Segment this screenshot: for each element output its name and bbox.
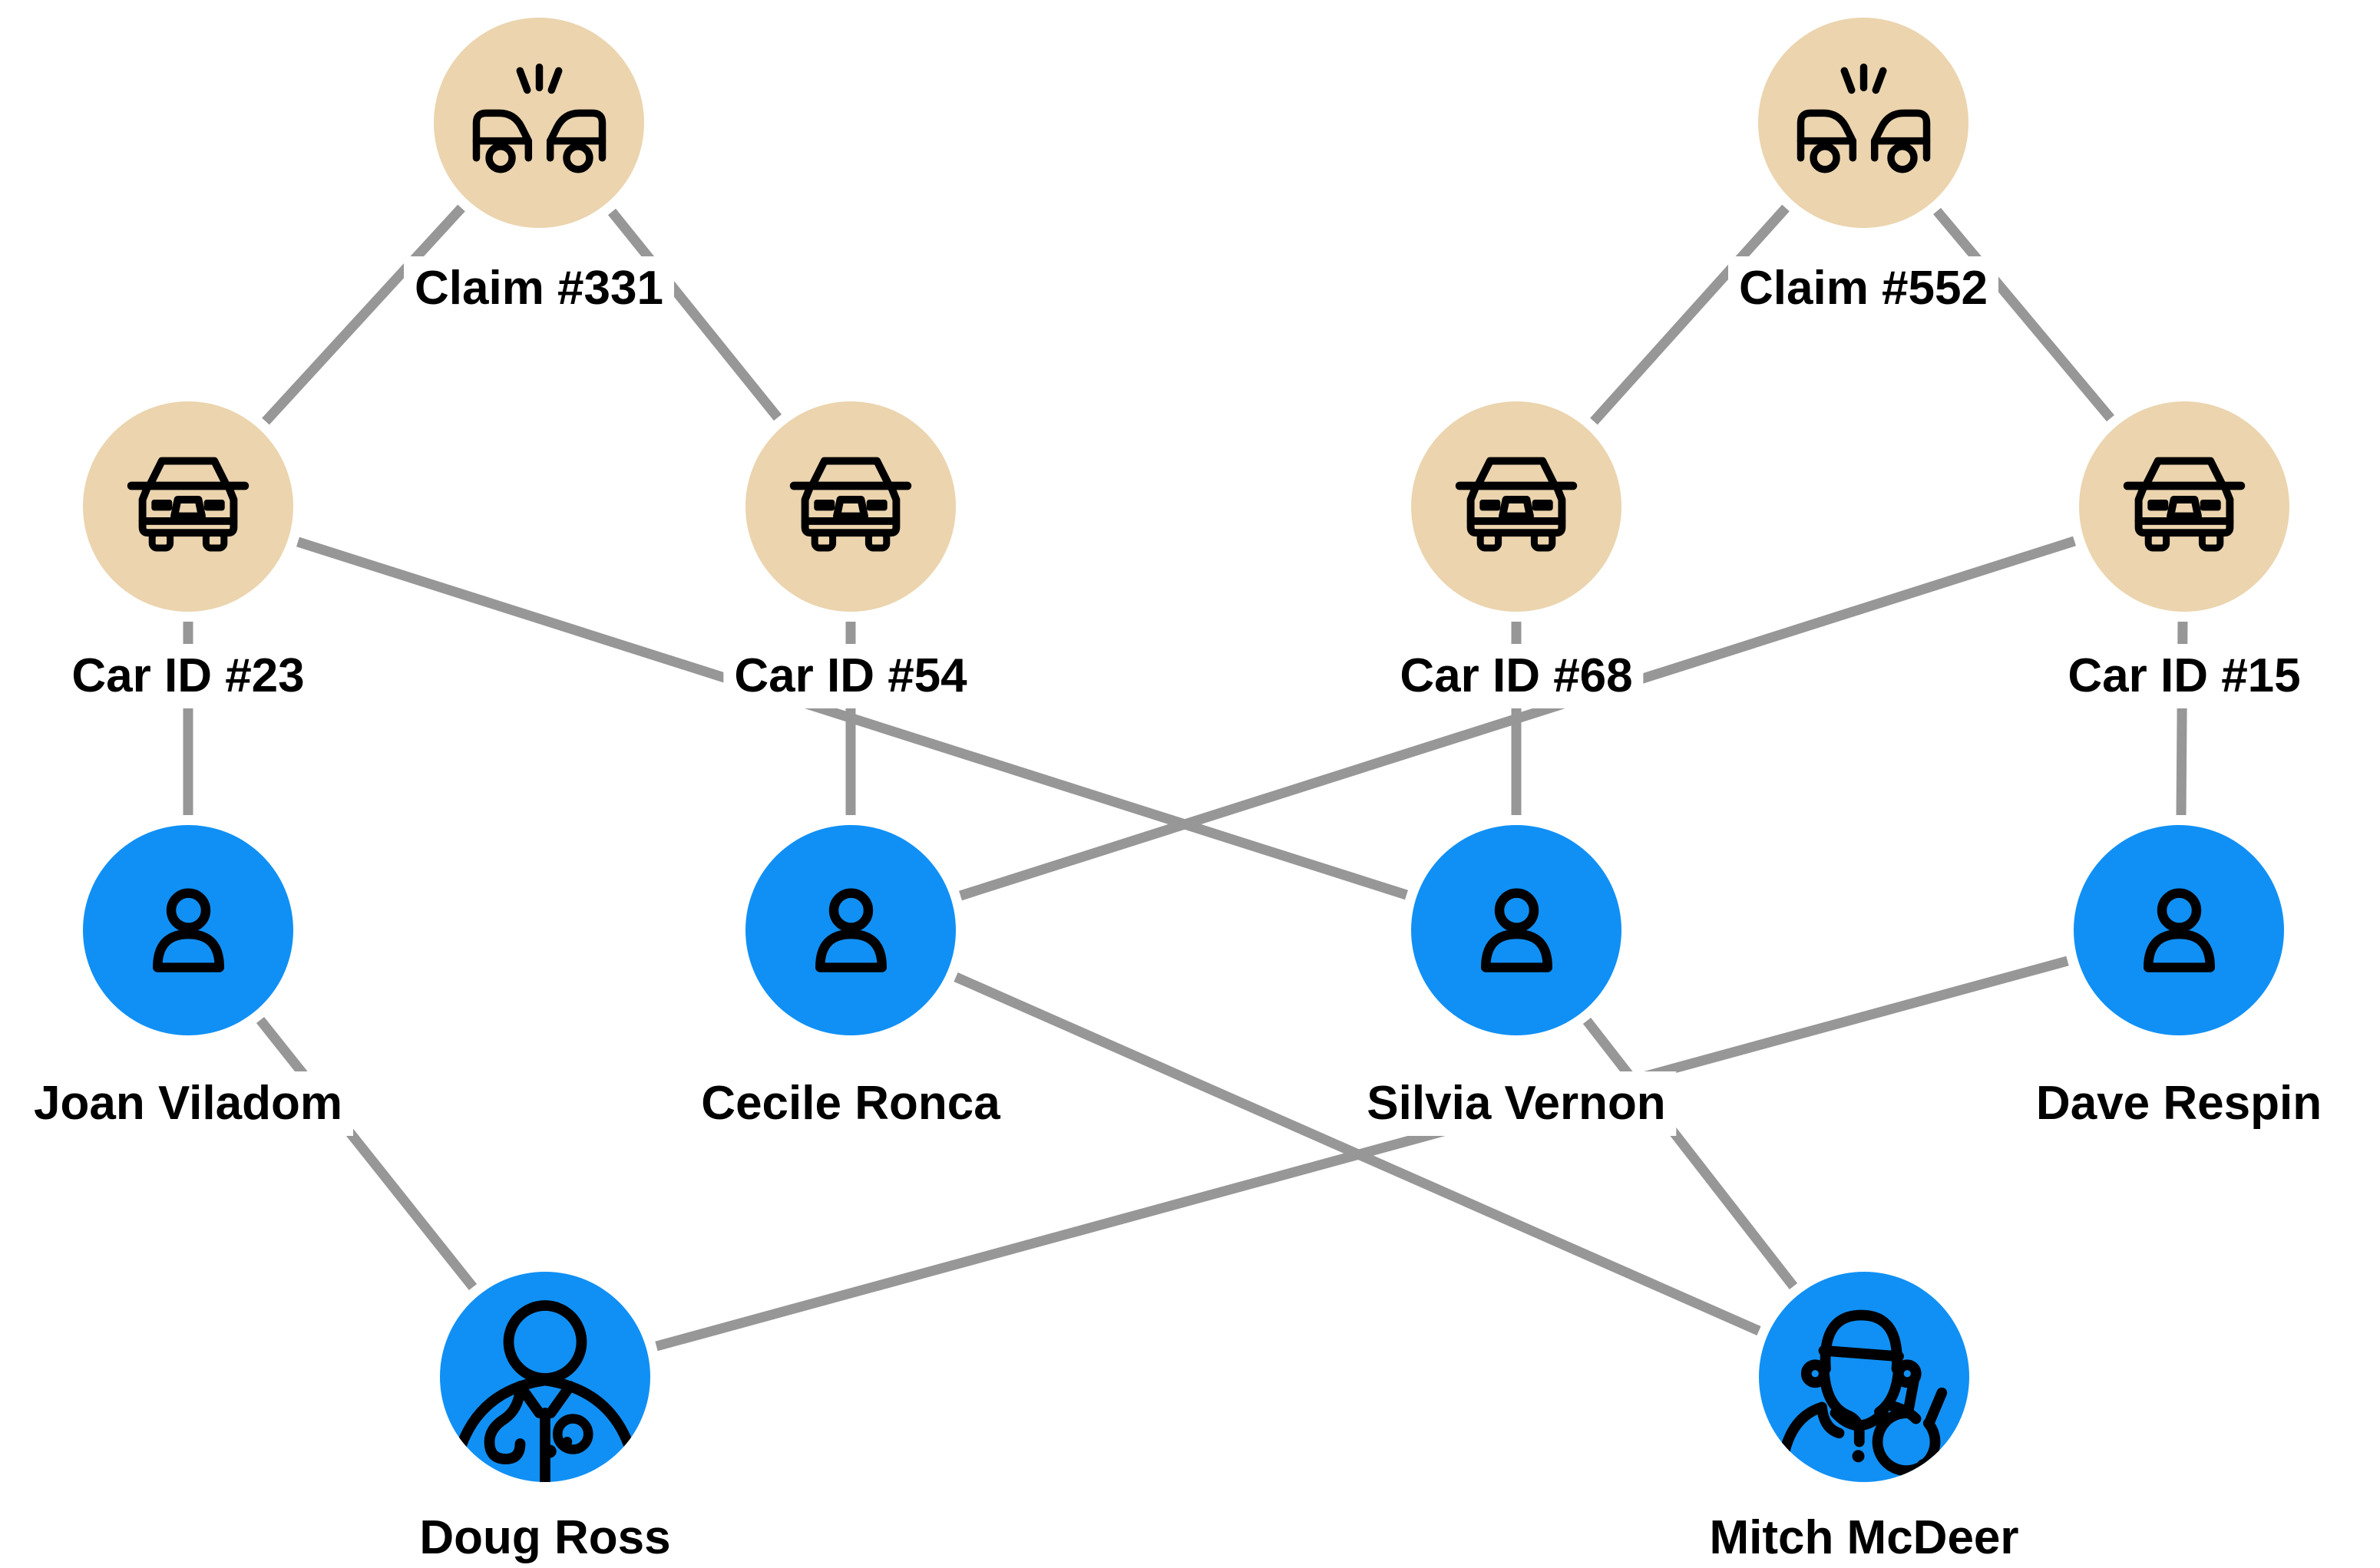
car-node-circle bbox=[1411, 401, 1621, 612]
claim-node-circle bbox=[434, 18, 644, 228]
node-label-silvia-vernon: Silvia Vernon bbox=[1356, 1071, 1677, 1136]
mechanic-icon bbox=[1778, 1309, 1949, 1482]
car-crash-icon bbox=[472, 63, 606, 173]
edge-dave-respin--doug-ross bbox=[655, 956, 2069, 1352]
node-label-mitch-mcdeer: Mitch McDeer bbox=[1698, 1506, 2030, 1568]
person-node-circle bbox=[440, 1272, 650, 1482]
car-front-icon bbox=[127, 457, 250, 552]
edge-claim-552--car-68 bbox=[1590, 204, 1790, 425]
claim-node-circle bbox=[1758, 18, 1968, 228]
person-icon bbox=[1480, 887, 1552, 972]
person-node-circle bbox=[83, 825, 293, 1035]
node-label-dave-respin: Dave Respin bbox=[2025, 1071, 2333, 1136]
node-label-cecile-ronca: Cecile Ronca bbox=[690, 1071, 1011, 1136]
person-node-circle bbox=[2074, 825, 2284, 1035]
node-label-car-68: Car ID #68 bbox=[1389, 644, 1644, 708]
node-label-car-54: Car ID #54 bbox=[723, 644, 978, 708]
car-node-circle bbox=[2079, 401, 2289, 612]
car-node-circle bbox=[83, 401, 293, 612]
node-label-car-23: Car ID #23 bbox=[61, 644, 316, 708]
edge-joan-viladom--doug-ross bbox=[256, 1016, 478, 1291]
node-label-claim-552: Claim #552 bbox=[1728, 256, 1998, 321]
edge-car-23--silvia-vernon bbox=[296, 536, 1408, 900]
car-node-circle bbox=[745, 401, 956, 612]
car-front-icon bbox=[1455, 457, 1578, 552]
node-label-car-15: Car ID #15 bbox=[2057, 644, 2312, 708]
person-node-circle bbox=[1411, 825, 1621, 1035]
edge-claim-552--car-15 bbox=[1933, 207, 2114, 422]
node-label-claim-331: Claim #331 bbox=[404, 256, 674, 321]
node-label-joan-viladom: Joan Viladom bbox=[23, 1071, 353, 1136]
edge-claim-331--car-54 bbox=[607, 208, 782, 421]
person-icon bbox=[152, 887, 224, 972]
person-node-circle bbox=[745, 825, 956, 1035]
node-label-doug-ross: Doug Ross bbox=[408, 1506, 682, 1568]
car-front-icon bbox=[2123, 457, 2246, 552]
person-node-circle bbox=[1759, 1272, 1969, 1482]
edge-silvia-vernon--mitch-mcdeer bbox=[1582, 1018, 1798, 1289]
doctor-icon bbox=[453, 1300, 637, 1482]
person-icon bbox=[815, 887, 887, 972]
person-icon bbox=[2143, 887, 2215, 972]
car-crash-icon bbox=[1797, 63, 1930, 173]
edge-car-15--cecile-ronca bbox=[959, 536, 2076, 901]
edge-claim-331--car-23 bbox=[262, 204, 465, 425]
car-front-icon bbox=[789, 457, 912, 552]
